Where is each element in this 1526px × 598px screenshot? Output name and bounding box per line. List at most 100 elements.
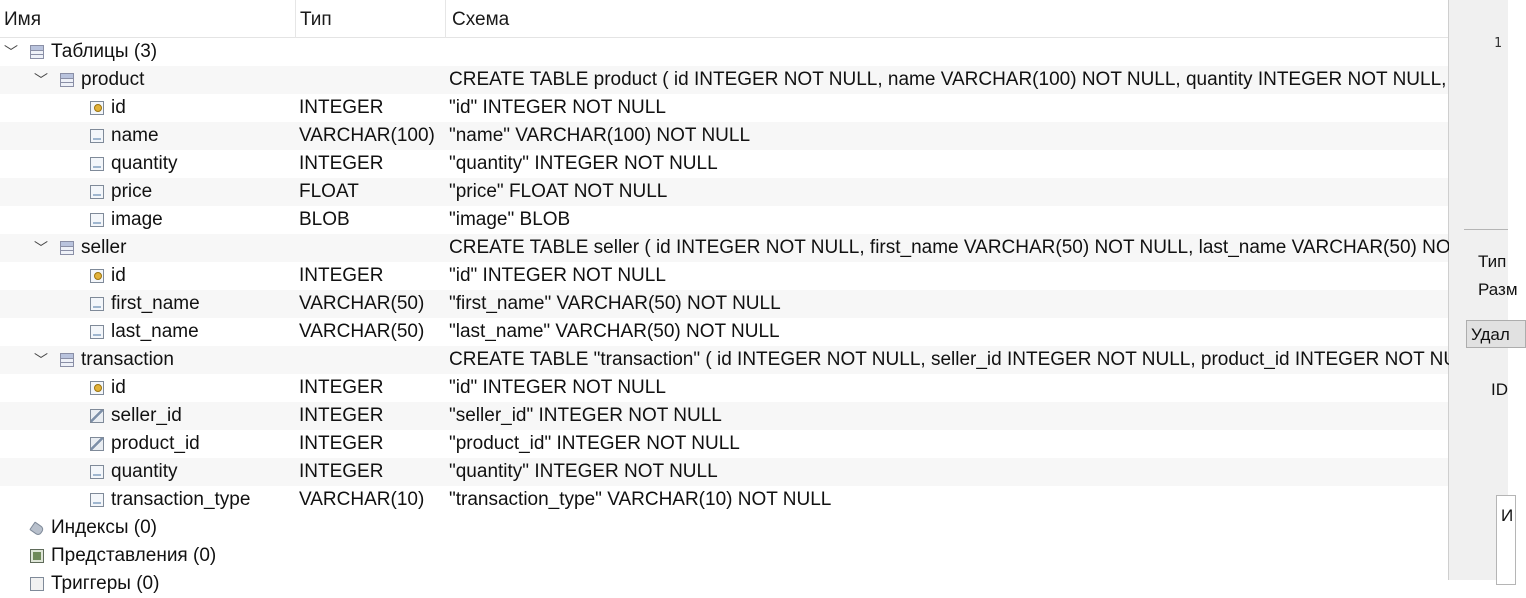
tree-item-label: name — [111, 125, 159, 146]
tree-cell-schema: "seller_id" INTEGER NOT NULL — [449, 405, 722, 426]
tree-cell-schema — [449, 542, 1448, 570]
tree-item-label: quantity — [111, 461, 178, 482]
table-icon — [60, 353, 74, 367]
tree-cell-schema: CREATE TABLE "transaction" ( id INTEGER … — [449, 349, 1458, 370]
tree-cell-schema: "transaction_type" VARCHAR(10) NOT NULL — [449, 489, 832, 510]
chevron-down-icon[interactable]: ﹀ — [34, 352, 48, 368]
type-label: Тип — [1478, 252, 1507, 271]
tree-cell-schema: CREATE TABLE seller ( id INTEGER NOT NUL… — [449, 237, 1451, 258]
tree-cell-type — [299, 514, 445, 542]
column-header-name[interactable]: Имя — [0, 0, 296, 38]
tree-cell-name: transaction_type — [0, 486, 296, 514]
tree-cell-type: INTEGER — [299, 433, 384, 454]
tree-cell-name: quantity — [0, 458, 296, 486]
tree-cell-type — [299, 346, 445, 374]
tree-row[interactable]: ﹀ product CREATE TABLE product ( id INTEGE… — [0, 66, 1448, 94]
tree-cell-type: INTEGER — [299, 405, 384, 426]
tree-cell-schema: "product_id" INTEGER NOT NULL — [449, 433, 740, 454]
tree-cell-name: Индексы (0) — [0, 514, 296, 542]
tree-item-label: Триггеры (0) — [51, 573, 160, 594]
tree-item-label: transaction_type — [111, 489, 251, 510]
tree-cell-schema: "id" INTEGER NOT NULL — [449, 97, 666, 118]
field-icon — [90, 129, 104, 143]
tree-row[interactable]: first_name VARCHAR(50) "first_name" VARCHA… — [0, 290, 1448, 318]
tree-cell-name: id — [0, 374, 296, 402]
tree-item-label: Представления (0) — [51, 545, 217, 566]
tree-cell-name: ﹀ transaction — [0, 346, 296, 374]
primary-key-icon — [90, 269, 104, 283]
tree-cell-name: ﹀ product — [0, 66, 296, 94]
chevron-down-icon[interactable]: ﹀ — [34, 240, 48, 256]
tables-icon — [30, 45, 44, 59]
tree-item-label: Индексы (0) — [51, 517, 157, 538]
tree-item-label: seller — [81, 237, 127, 258]
sql-editor[interactable]: 1 — [1464, 0, 1508, 230]
tree-row[interactable]: Представления (0) — [0, 542, 1448, 570]
tree-item-label: first_name — [111, 293, 200, 314]
table-icon — [60, 73, 74, 87]
tree-item-label: Таблицы (3) — [51, 41, 158, 62]
tree-cell-name: ﹀ seller — [0, 234, 296, 262]
primary-key-icon — [90, 101, 104, 115]
tree-cell-schema: CREATE TABLE product ( id INTEGER NOT NU… — [449, 69, 1447, 90]
tree-cell-type — [299, 542, 445, 570]
chevron-down-icon[interactable]: ﹀ — [34, 72, 48, 88]
tree-cell-name: product_id — [0, 430, 296, 458]
tree-cell-type — [299, 234, 445, 262]
tree-cell-name: name — [0, 122, 296, 150]
tree-row[interactable]: ﹀ seller CREATE TABLE seller ( id INTEGER … — [0, 234, 1451, 262]
tree-cell-type: INTEGER — [299, 265, 384, 286]
tree-cell-type: VARCHAR(50) — [299, 293, 425, 314]
field-icon — [90, 465, 104, 479]
tree-row[interactable]: ﹀ Таблицы (3) — [0, 38, 1448, 66]
tree-row[interactable]: Триггеры (0) — [0, 570, 1448, 598]
foreign-key-icon — [90, 409, 104, 423]
delete-button[interactable]: Удал — [1466, 320, 1526, 348]
index-icon — [30, 521, 45, 535]
view-icon — [30, 549, 44, 563]
column-header-type[interactable]: Тип — [296, 0, 446, 38]
tree-item-label: product — [81, 69, 145, 90]
trigger-icon — [30, 577, 44, 591]
size-label: Разм — [1478, 280, 1518, 299]
tree-cell-schema: "image" BLOB — [449, 209, 571, 230]
id-label: ID — [1491, 380, 1508, 399]
tree-cell-name: Триггеры (0) — [0, 570, 296, 598]
tree-cell-type: INTEGER — [299, 97, 384, 118]
tree-cell-name: last_name — [0, 318, 296, 346]
column-header-schema[interactable]: Схема — [452, 9, 510, 30]
tree-row[interactable]: Индексы (0) — [0, 514, 1448, 542]
tree-cell-type: INTEGER — [299, 461, 384, 482]
tree-cell-name: id — [0, 262, 296, 290]
tree-cell-type: FLOAT — [299, 181, 359, 202]
tree-cell-type: VARCHAR(100) — [299, 125, 435, 146]
tree-cell-schema: "first_name" VARCHAR(50) NOT NULL — [449, 293, 781, 314]
foreign-key-icon — [90, 437, 104, 451]
field-icon — [90, 157, 104, 171]
chevron-down-icon[interactable]: ﹀ — [4, 44, 18, 60]
tree-row[interactable]: ﹀ transaction CREATE TABLE "transaction" (… — [0, 346, 1458, 374]
value-textbox[interactable]: И — [1496, 495, 1516, 585]
tree-cell-type: INTEGER — [299, 377, 384, 398]
tree-cell-schema — [449, 38, 1448, 66]
tree-item-label: id — [111, 377, 126, 398]
tree-item-label: last_name — [111, 321, 199, 342]
tree-item-label: transaction — [81, 349, 174, 370]
tree-cell-type: BLOB — [299, 209, 350, 230]
tree-item-label: id — [111, 265, 126, 286]
